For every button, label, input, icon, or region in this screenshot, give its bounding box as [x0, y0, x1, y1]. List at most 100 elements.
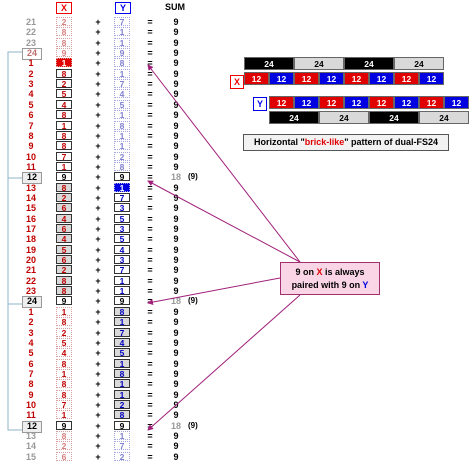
- x-cell: 2: [56, 441, 72, 451]
- brick-top: 24: [394, 57, 444, 70]
- sum-value: 9: [173, 110, 179, 121]
- sum-value: 9: [173, 17, 179, 27]
- row-index: 23: [25, 37, 36, 48]
- y-cell: 7: [114, 441, 130, 451]
- plus-sign: +: [95, 286, 101, 297]
- equals-sign: =: [147, 17, 153, 27]
- y-cell: 1: [114, 110, 130, 120]
- equals-sign: =: [147, 213, 153, 224]
- y-cell: 7: [114, 17, 130, 27]
- caption-text-post: " pattern of dual-FS24: [344, 137, 439, 147]
- x-cell: 2: [56, 17, 72, 27]
- y-cell: 5: [114, 99, 130, 109]
- row-index: 21: [25, 265, 36, 276]
- row-index: 10: [25, 399, 36, 410]
- sum-value: 9: [173, 389, 179, 400]
- equals-sign: =: [147, 203, 153, 214]
- sum-parenthetical: (9): [188, 296, 198, 306]
- x-cell: 8: [56, 37, 72, 47]
- x-cell: 9: [56, 172, 72, 182]
- row-index: 2: [28, 68, 34, 79]
- row-index: 13: [25, 182, 36, 193]
- equals-sign: =: [147, 48, 153, 59]
- y-cell: 1: [114, 141, 130, 151]
- x-cell: 2: [56, 265, 72, 275]
- row-index: 22: [25, 27, 36, 38]
- brick-x: 12: [344, 72, 369, 85]
- plus-sign: +: [95, 368, 101, 379]
- sum-value: 18: [170, 296, 181, 307]
- sum-value: 9: [173, 224, 179, 234]
- row-index: 7: [28, 368, 34, 379]
- x-cell: 1: [56, 306, 72, 316]
- x-cell: 8: [56, 431, 72, 441]
- equals-sign: =: [147, 234, 153, 245]
- equals-sign: =: [147, 120, 153, 131]
- equals-sign: =: [147, 255, 153, 266]
- sum-value: 9: [173, 327, 179, 338]
- sum-value: 9: [173, 337, 179, 348]
- equals-sign: =: [147, 389, 153, 400]
- sum-value: 9: [173, 431, 179, 441]
- sum-value: 9: [173, 182, 179, 193]
- sum-value: 9: [173, 161, 179, 172]
- brick-x: 12: [394, 72, 419, 85]
- x-cell: 4: [56, 348, 72, 358]
- y-cell: 7: [114, 265, 130, 275]
- row-index: 6: [28, 110, 34, 121]
- plus-sign: +: [95, 327, 101, 338]
- brick-x: 12: [294, 72, 319, 85]
- x-cell: 2: [56, 192, 72, 202]
- arrow-to-row-24-mid: [147, 277, 281, 306]
- brick-bottom: 24: [369, 111, 419, 124]
- y-cell: 1: [114, 130, 130, 140]
- plus-sign: +: [95, 420, 101, 431]
- equals-sign: =: [147, 451, 153, 462]
- equals-sign: =: [147, 441, 153, 452]
- equals-sign: =: [147, 89, 153, 100]
- equals-sign: =: [147, 68, 153, 79]
- row-index: 15: [25, 203, 36, 214]
- x-cell: 8: [56, 110, 72, 120]
- x-cell: 8: [56, 358, 72, 368]
- plus-sign: +: [95, 379, 101, 390]
- x-cell: 1: [56, 58, 72, 68]
- sum-value: 9: [173, 89, 179, 100]
- plus-sign: +: [95, 161, 101, 172]
- callout-line-1: 9 on X is always: [295, 267, 365, 277]
- y-cell: 1: [114, 317, 130, 327]
- plus-sign: +: [95, 120, 101, 131]
- y-header: Y: [115, 2, 131, 14]
- plus-sign: +: [95, 255, 101, 266]
- x-cell: 1: [56, 410, 72, 420]
- equals-sign: =: [147, 286, 153, 297]
- row-index: 12: [22, 420, 42, 433]
- row-index: 8: [28, 379, 34, 390]
- y-cell: 7: [114, 79, 130, 89]
- sum-value: 9: [173, 317, 179, 328]
- sum-value: 9: [173, 68, 179, 79]
- plus-sign: +: [95, 110, 101, 121]
- x-cell: 6: [56, 224, 72, 234]
- row-index: 11: [26, 410, 36, 421]
- y-cell: 8: [114, 368, 130, 378]
- brick-y: 12: [344, 96, 369, 109]
- brick-y: 12: [269, 96, 294, 109]
- equals-sign: =: [147, 182, 153, 193]
- y-cell: 1: [114, 182, 130, 192]
- y-cell: 8: [114, 120, 130, 130]
- row-index: 24: [22, 296, 42, 309]
- y-cell: 4: [114, 244, 130, 254]
- equals-sign: =: [147, 244, 153, 255]
- y-cell: 1: [114, 358, 130, 368]
- sum-value: 18: [170, 172, 181, 183]
- x-cell: 8: [56, 389, 72, 399]
